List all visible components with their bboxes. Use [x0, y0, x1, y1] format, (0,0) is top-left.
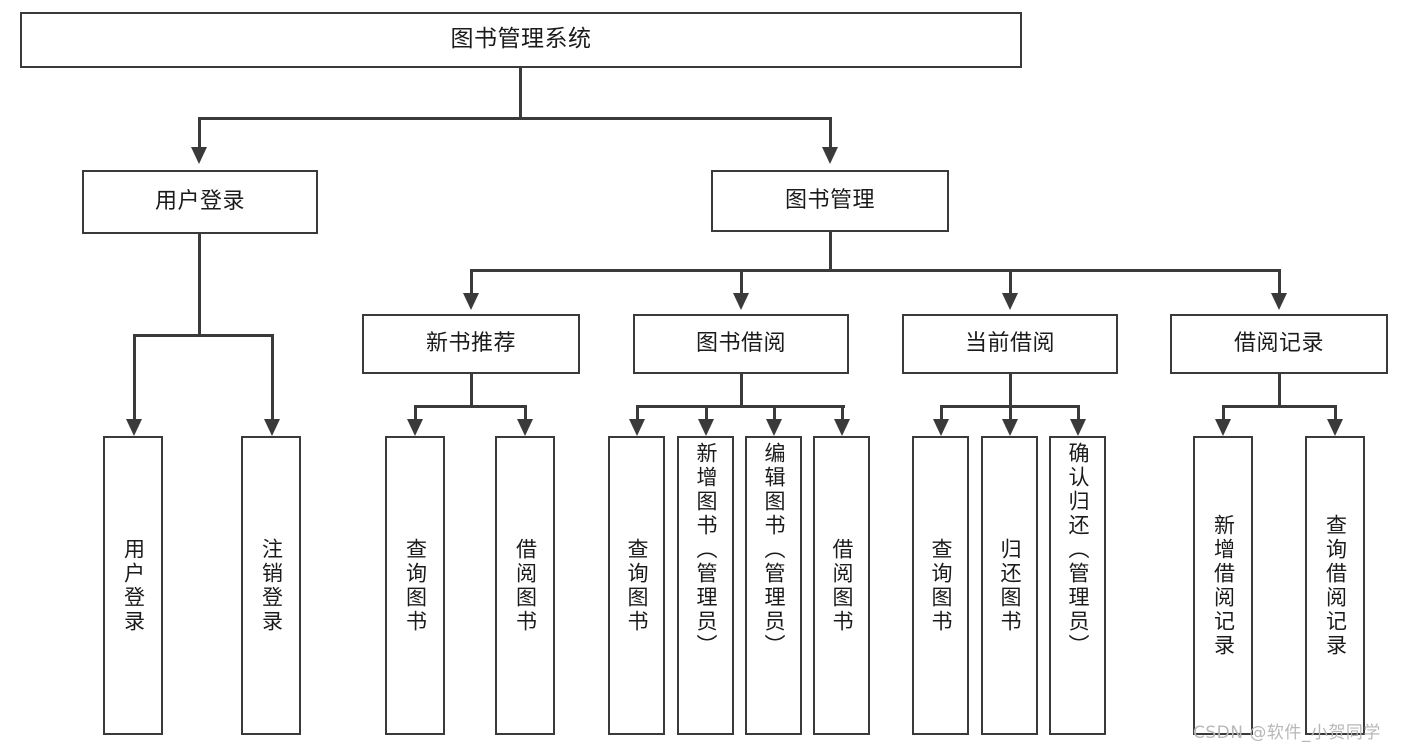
leaf-label: 新增图书（管理员）: [693, 442, 718, 658]
connector-borrow-record-bus: [1222, 405, 1336, 408]
leaf-label: 注销登录: [259, 537, 284, 634]
connector-user-login-to-leaf-0: [133, 334, 136, 419]
connector-current-borrow-stem: [1009, 374, 1012, 406]
csdn-watermark: CSDN @软件_小贺同学: [1193, 718, 1381, 743]
connector-book-borrow-leaf-0: [636, 405, 639, 419]
connector-new-book-leaf-1: [524, 405, 527, 419]
leaf-current-borrow-0[interactable]: 查询图书: [912, 436, 969, 735]
arrowhead-leaf-current-borrow-0: [933, 419, 949, 436]
connector-borrow-record-stem: [1278, 374, 1281, 406]
arrowhead-user-login: [191, 147, 207, 164]
connector-new-book-leaf-0: [414, 405, 417, 419]
connector-current-borrow-leaf-1: [1009, 405, 1012, 419]
connector-user-login-to-leaf-1: [271, 334, 274, 419]
arrowhead-leaf-book-borrow-3: [834, 419, 850, 436]
leaf-new-book-0[interactable]: 查询图书: [385, 436, 445, 735]
leaf-label: 查询图书: [928, 537, 953, 634]
node-current-borrow[interactable]: 当前借阅: [902, 314, 1118, 374]
arrowhead-current-borrow: [1002, 293, 1018, 310]
node-label: 当前借阅: [964, 330, 1055, 356]
arrowhead-borrow-record: [1271, 293, 1287, 310]
connector-new-book-stem: [470, 374, 473, 406]
arrowhead-book-borrow: [733, 293, 749, 310]
connector-book-borrow-leaf-3: [841, 405, 844, 419]
node-label: 用户登录: [154, 188, 245, 214]
node-new-book-recommend[interactable]: 新书推荐: [362, 314, 580, 374]
node-root-system[interactable]: 图书管理系统: [20, 12, 1022, 68]
leaf-user-login-1[interactable]: 注销登录: [241, 436, 301, 735]
connector-root-bus: [198, 117, 831, 120]
connector-borrow-record-leaf-0: [1222, 405, 1225, 419]
node-label: 图书管理: [784, 187, 875, 213]
arrowhead-leaf-current-borrow-2: [1070, 419, 1086, 436]
leaf-book-borrow-2[interactable]: 编辑图书（管理员）: [745, 436, 802, 735]
connector-book-borrow-stem: [740, 374, 743, 406]
leaf-label: 借阅图书: [829, 537, 854, 634]
arrowhead-book-manage: [822, 147, 838, 164]
node-book-borrow[interactable]: 图书借阅: [633, 314, 849, 374]
connector-user-login-bus: [133, 334, 273, 337]
leaf-label: 借阅图书: [513, 537, 538, 634]
connector-to-current-borrow: [1009, 269, 1012, 293]
arrowhead-leaf-book-borrow-0: [629, 419, 645, 436]
leaf-label: 用户登录: [121, 537, 146, 634]
connector-root-stem: [519, 68, 522, 118]
node-user-login[interactable]: 用户登录: [82, 170, 318, 234]
node-label: 图书管理系统: [450, 26, 592, 53]
leaf-label: 查询图书: [403, 537, 428, 634]
leaf-user-login-0[interactable]: 用户登录: [103, 436, 163, 735]
leaf-label: 确认归还（管理员）: [1065, 442, 1090, 658]
watermark-text: CSDN @软件_小贺同学: [1193, 723, 1381, 743]
leaf-current-borrow-1[interactable]: 归还图书: [981, 436, 1038, 735]
leaf-label: 归还图书: [997, 537, 1022, 634]
leaf-label: 查询图书: [624, 537, 649, 634]
connector-borrow-record-leaf-1: [1334, 405, 1337, 419]
connector-book-borrow-leaf-1: [705, 405, 708, 419]
node-label: 图书借阅: [695, 330, 786, 356]
leaf-label: 查询借阅记录: [1323, 513, 1348, 658]
arrowhead-leaf-current-borrow-1: [1002, 419, 1018, 436]
leaf-borrow-record-0[interactable]: 新增借阅记录: [1193, 436, 1253, 735]
arrowhead-leaf-new-book-1: [517, 419, 533, 436]
connector-root-to-book-manage: [829, 117, 832, 147]
leaf-borrow-record-1[interactable]: 查询借阅记录: [1305, 436, 1365, 735]
arrowhead-leaf-borrow-record-1: [1327, 419, 1343, 436]
node-book-manage[interactable]: 图书管理: [711, 170, 949, 232]
arrowhead-leaf-borrow-record-0: [1215, 419, 1231, 436]
connector-to-borrow-record: [1278, 269, 1281, 293]
arrowhead-leaf-user-login-1: [264, 419, 280, 436]
connector-book-manage-stem: [829, 232, 832, 270]
arrowhead-leaf-book-borrow-2: [766, 419, 782, 436]
arrowhead-leaf-new-book-0: [407, 419, 423, 436]
arrowhead-new-book: [463, 293, 479, 310]
connector-level3-bus: [470, 269, 1281, 272]
connector-current-borrow-leaf-2: [1077, 405, 1080, 419]
connector-new-book-bus: [414, 405, 526, 408]
connector-root-to-user-login: [198, 117, 201, 147]
node-label: 借阅记录: [1233, 330, 1324, 356]
node-label: 新书推荐: [425, 330, 516, 356]
arrowhead-leaf-book-borrow-1: [698, 419, 714, 436]
connector-user-login-stem: [198, 234, 201, 335]
leaf-current-borrow-2[interactable]: 确认归还（管理员）: [1049, 436, 1106, 735]
connector-to-new-book: [470, 269, 473, 293]
leaf-book-borrow-0[interactable]: 查询图书: [608, 436, 665, 735]
connector-current-borrow-leaf-0: [940, 405, 943, 419]
connector-to-book-borrow: [740, 269, 743, 293]
leaf-new-book-1[interactable]: 借阅图书: [495, 436, 555, 735]
connector-book-borrow-bus: [636, 405, 845, 408]
connector-book-borrow-leaf-2: [773, 405, 776, 419]
leaf-book-borrow-3[interactable]: 借阅图书: [813, 436, 870, 735]
leaf-book-borrow-1[interactable]: 新增图书（管理员）: [677, 436, 734, 735]
leaf-label: 编辑图书（管理员）: [761, 442, 786, 658]
node-borrow-record[interactable]: 借阅记录: [1170, 314, 1388, 374]
leaf-label: 新增借阅记录: [1211, 513, 1236, 658]
arrowhead-leaf-user-login-0: [126, 419, 142, 436]
